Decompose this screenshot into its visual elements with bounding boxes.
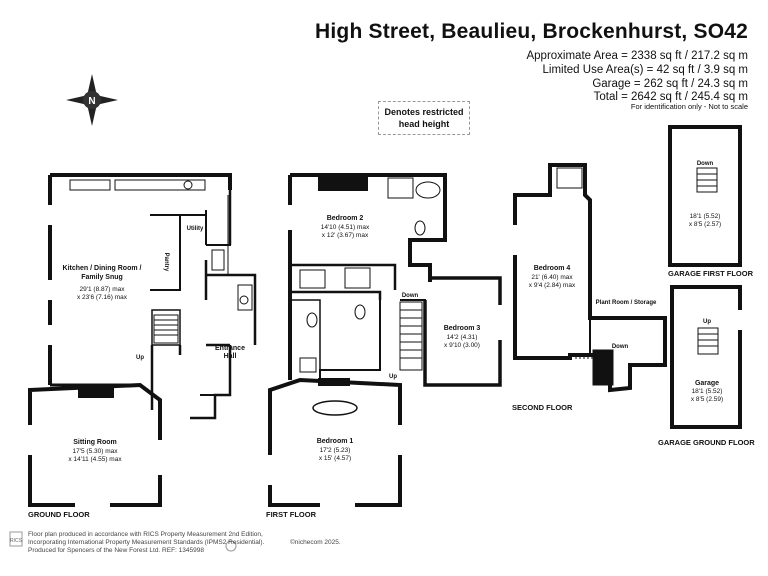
bedroom4-dim-2: x 9'4 (2.84) max xyxy=(529,282,576,289)
footer-line-2: Incorporating International Property Mea… xyxy=(28,539,265,546)
ground-floor-label: GROUND FLOOR xyxy=(28,510,90,519)
garage-first-down-label: Down xyxy=(697,161,714,167)
garage-dim-2: x 8'5 (2.59) xyxy=(691,396,723,403)
total-area-text: Total = 2642 sq ft / 245.4 sq m xyxy=(593,91,748,103)
identification-note: For identification only - Not to scale xyxy=(630,102,748,111)
first-stairs-up-label: Up xyxy=(389,374,397,380)
garage-first-floor-plan xyxy=(668,125,742,267)
approx-area-text: Approximate Area = 2338 sq ft / 217.2 sq… xyxy=(526,50,748,62)
first-stairs-down-label: Down xyxy=(402,293,419,299)
limited-use-text: Limited Use Area(s) = 42 sq ft / 3.9 sq … xyxy=(542,64,749,76)
bedroom1-dim-1: 17'2 (5.23) xyxy=(320,447,351,454)
sitting-room-dim-1: 17'5 (5.30) max xyxy=(73,448,119,455)
bedroom1-label: Bedroom 1 xyxy=(317,438,354,445)
garage-ground-floor-plan xyxy=(670,285,742,429)
entrance-label-1: Entrance xyxy=(215,345,245,352)
compass-letter: N xyxy=(88,96,95,107)
bedroom1-dim-2: x 15' (4.57) xyxy=(319,455,351,462)
pantry-label: Pantry xyxy=(163,253,169,272)
bedroom4-label: Bedroom 4 xyxy=(534,265,571,272)
kitchen-label-2: Family Snug xyxy=(81,274,123,281)
kitchen-label-1: Kitchen / Dining Room / xyxy=(63,265,142,272)
garage-area-text: Garage = 262 sq ft / 24.3 sq m xyxy=(592,78,748,90)
footer-line-3: Produced for Spencers of the New Forest … xyxy=(28,547,204,554)
rics-logo-icon: RICS xyxy=(9,531,23,547)
bedroom4-dim-1: 21' (6.40) max xyxy=(531,274,573,281)
ground-floor-plan xyxy=(28,173,257,507)
bedroom3-label: Bedroom 3 xyxy=(444,325,481,332)
bedroom2-label: Bedroom 2 xyxy=(327,215,364,222)
entrance-label-2: Hall xyxy=(224,353,237,360)
second-stairs-down-label: Down xyxy=(612,344,629,350)
sitting-room-dim-2: x 14'11 (4.55) max xyxy=(68,456,122,463)
second-floor-label: SECOND FLOOR xyxy=(512,403,573,412)
second-floor-plan xyxy=(513,163,667,393)
garage-ground-floor-label: GARAGE GROUND FLOOR xyxy=(658,438,755,447)
footer-copyright: ©nichecom 2025. xyxy=(290,539,341,546)
svg-text:RICS: RICS xyxy=(10,538,23,544)
bedroom3-dim-1: 14'2 (4.31) xyxy=(447,334,478,341)
kitchen-dim-2: x 23'6 (7.16) max xyxy=(77,294,128,301)
restricted-line-1: Denotes restricted xyxy=(384,107,464,117)
ground-stairs-up-label: Up xyxy=(136,355,144,361)
utility-label: Utility xyxy=(187,226,204,232)
garage-dim-1: 18'1 (5.52) xyxy=(692,388,723,395)
bedroom3-dim-2: x 9'10 (3.00) xyxy=(444,342,480,349)
kitchen-dim-1: 29'1 (8.87) max xyxy=(80,286,126,293)
compass-icon: N xyxy=(66,74,118,126)
restricted-line-2: head height xyxy=(398,119,450,129)
garage-label: Garage xyxy=(695,380,719,387)
garage-first-floor-label: GARAGE FIRST FLOOR xyxy=(668,269,754,278)
property-title: High Street, Beaulieu, Brockenhurst, SO4… xyxy=(315,20,748,43)
first-floor-label: FIRST FLOOR xyxy=(266,510,317,519)
garage-up-label: Up xyxy=(703,319,711,325)
sitting-room-label: Sitting Room xyxy=(73,439,117,446)
restricted-height-legend: Denotes restricted head height xyxy=(378,101,470,135)
ipms-logo-icon xyxy=(225,540,237,552)
footer-line-1: Floor plan produced in accordance with R… xyxy=(28,531,263,538)
bedroom2-dim-2: x 12' (3.67) max xyxy=(322,232,369,239)
bedroom2-dim-1: 14'10 (4.51) max xyxy=(321,224,370,231)
plant-room-label: Plant Room / Storage xyxy=(596,300,657,306)
first-floor-plan xyxy=(268,173,502,507)
garage-first-dim-1: 18'1 (5.52) xyxy=(690,213,721,220)
garage-first-dim-2: x 8'5 (2.57) xyxy=(689,221,721,228)
